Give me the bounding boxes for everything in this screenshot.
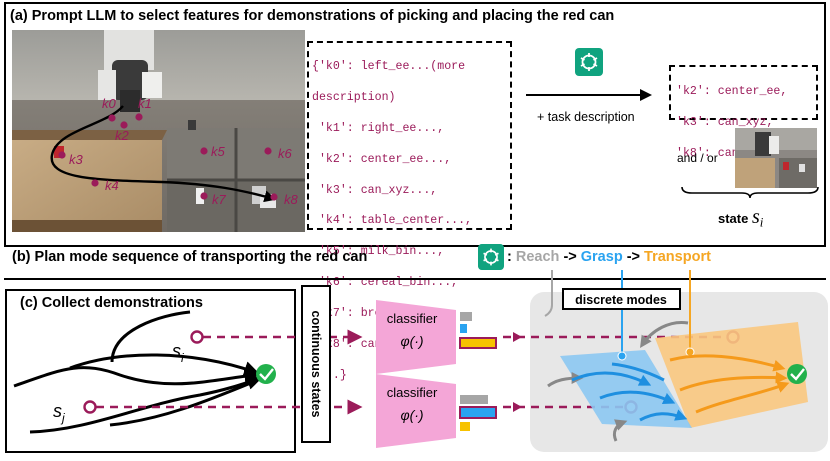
panel-a-title: (a) Prompt LLM to select features for de…	[10, 8, 615, 24]
keypoint-k3	[58, 151, 66, 159]
keypoint-k0	[108, 114, 116, 122]
selected-feature-line: 'k3': can_xyz,	[676, 116, 774, 130]
task-arrow	[526, 89, 652, 101]
discrete-modes-label: discrete modes	[575, 293, 667, 307]
state-image	[735, 128, 817, 188]
panel-b-title: (b) Plan mode sequence of transporting t…	[12, 249, 368, 265]
feature-line: 'k2': center_ee...,	[312, 152, 452, 166]
mode-grasp: Grasp	[580, 249, 623, 265]
keypoint-label-k5: k5	[211, 144, 226, 159]
keypoint-label-k4: k4	[105, 178, 119, 193]
keypoint-k6	[264, 147, 272, 155]
selected-feature-line: 'k2': center_ee,	[676, 85, 788, 99]
classifier-bottom-label: classifier	[387, 385, 438, 400]
state-brace	[681, 186, 819, 199]
classifier-top-label: classifier	[387, 311, 438, 326]
classifier-bottom-bar-reach	[460, 395, 488, 404]
mode-success-check-icon	[787, 364, 807, 384]
classifier-top	[376, 300, 456, 374]
state-subscript: i	[759, 214, 764, 230]
state-word: state	[718, 211, 749, 226]
feature-line: 'k1': right_ee...,	[312, 122, 445, 136]
keypoint-label-k7: k7	[212, 192, 227, 207]
keypoint-k2	[120, 121, 128, 129]
demo-trajectories	[13, 310, 263, 434]
keypoint-label-k3: k3	[69, 152, 84, 167]
keypoint-k8	[270, 193, 278, 201]
transport-region	[655, 322, 808, 428]
sj-label: sj	[53, 401, 65, 425]
mode-transport: Transport	[644, 249, 711, 265]
keypoint-label-k1: k1	[138, 96, 152, 111]
red-can	[54, 146, 64, 158]
feature-line: 'k4': table_center...,	[312, 214, 473, 228]
state-label: state si	[718, 206, 763, 231]
keypoint-k4	[91, 179, 99, 187]
task-description-label: + task description	[537, 110, 635, 124]
keypoint-label-k2: k2	[115, 128, 130, 143]
feature-list-box	[307, 41, 512, 230]
continuous-states-box	[301, 285, 331, 443]
and-or-label: and / or	[677, 151, 718, 165]
keypoint-label-k6: k6	[278, 146, 293, 161]
feature-line: description)	[312, 91, 396, 105]
mode-colon: :	[507, 249, 512, 265]
keypoint-k5	[200, 147, 208, 155]
panel-b-line	[4, 278, 826, 280]
feature-line: 'k3': can_xyz...,	[312, 183, 438, 197]
panel-c-diagram: si sj continuous states classifier φ(·) …	[5, 270, 828, 453]
panel-a	[4, 2, 826, 247]
mode-reach: Reach	[515, 249, 560, 265]
feature-list: {'k0': left_ee...(more description) 'k1'…	[312, 44, 472, 398]
classifier-bottom	[376, 374, 456, 448]
discrete-modes-box	[562, 288, 681, 310]
mode-sequence: : Reach -> Grasp -> Transport	[507, 249, 711, 265]
keypoint-k1	[135, 113, 143, 121]
si-label: si	[172, 341, 184, 365]
classifier-bottom-fn: φ(·)	[400, 407, 423, 423]
state-sj-marker	[83, 400, 97, 414]
mode-arrow: ->	[626, 249, 641, 265]
feature-line: {'k0': left_ee...(more	[312, 60, 466, 74]
selected-features-box	[669, 65, 818, 120]
state-si-marker	[190, 330, 204, 344]
grasp-region	[560, 350, 692, 428]
keypoint-label-k0: k0	[102, 96, 117, 111]
keypoint-k7	[200, 192, 208, 200]
keypoint-label-k8: k8	[284, 192, 299, 207]
classifier-top-bar-grasp	[460, 324, 467, 333]
success-check-icon	[256, 364, 276, 384]
panel-c-title: (c) Collect demonstrations	[20, 295, 203, 311]
feature-line: 'k5': milk_bin...,	[312, 245, 445, 259]
robot-scene-image: k0 k1 k2 k3 k4 k5 k6 k7 k8	[12, 30, 305, 232]
chatgpt-logo-icon	[575, 48, 603, 76]
mode-arrow: ->	[563, 249, 577, 265]
state-symbol: s	[751, 206, 760, 228]
continuous-states-label: continuous states	[309, 311, 323, 418]
classifier-bottom-bar-transport	[460, 422, 470, 431]
classifier-top-fn: φ(·)	[400, 333, 423, 349]
classifier-top-bar-transport	[459, 337, 497, 349]
classifier-top-bar-reach	[460, 312, 472, 321]
chatgpt-logo-icon-b	[478, 244, 504, 270]
classifier-bottom-bar-grasp	[459, 406, 497, 419]
